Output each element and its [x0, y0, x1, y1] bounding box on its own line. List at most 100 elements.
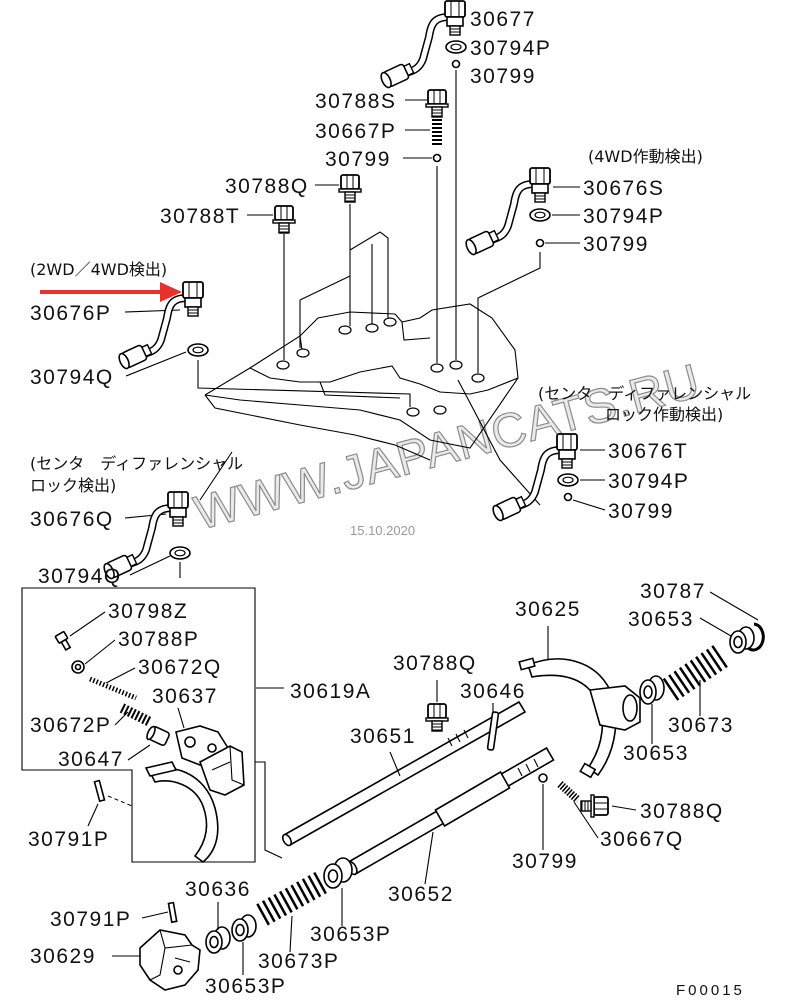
label-30677[interactable]: 30677: [470, 8, 536, 31]
leader-line: [611, 805, 637, 811]
hole: [433, 405, 447, 415]
leader-line: [424, 831, 434, 885]
label-30629[interactable]: 30629: [30, 945, 96, 968]
label-30672P[interactable]: 30672P: [30, 714, 111, 737]
label-30652[interactable]: 30652: [388, 883, 454, 906]
washer-30794P-top: [445, 40, 467, 54]
leader-line: [141, 911, 169, 919]
label-30788Q-top[interactable]: 30788Q: [225, 175, 309, 198]
label-30676Q[interactable]: 30676Q: [30, 508, 114, 531]
plug-30788P: [71, 660, 85, 674]
note-center-diff-lock-active-line2: ロック作動検出): [605, 405, 723, 424]
label-30636[interactable]: 30636: [185, 878, 251, 901]
label-30788S[interactable]: 30788S: [315, 90, 396, 113]
bracket-30629: [139, 929, 201, 991]
fork-assembly-30619A-box: [21, 587, 256, 863]
fork-hub-bore: [622, 694, 638, 722]
leader-line: [129, 555, 171, 576]
hole: [430, 363, 444, 373]
spring-30672Q: [89, 676, 137, 701]
fork-shoe: [518, 657, 536, 671]
rod-end: [281, 833, 293, 847]
fork-tab: [144, 761, 178, 777]
cover-step: [299, 321, 431, 399]
label-30788Q-low[interactable]: 30788Q: [640, 800, 724, 823]
plug-30788Q-mid: [425, 703, 449, 732]
label-30676S[interactable]: 30676S: [583, 177, 664, 200]
label-30794Q-2wd[interactable]: 30794Q: [30, 366, 114, 389]
fork-arm: [148, 767, 219, 864]
label-leaders-bottom: [112, 888, 343, 975]
label-30799-4wd[interactable]: 30799: [583, 233, 649, 256]
leader-line: [699, 617, 732, 637]
washer-30794Q-2wd: [187, 343, 209, 357]
label-30653P-upper[interactable]: 30653P: [310, 923, 391, 946]
label-30676T[interactable]: 30676T: [608, 440, 688, 463]
label-30794Q-cdl[interactable]: 30794Q: [38, 565, 122, 588]
box-to-rod-link: [255, 761, 283, 859]
hole: [338, 325, 352, 335]
label-30787[interactable]: 30787: [640, 580, 706, 603]
leader-line: [105, 667, 136, 684]
spring-30667Q: [557, 781, 581, 803]
pin-body: [93, 779, 106, 803]
rod-grooves: [447, 729, 469, 747]
block-hole: [184, 736, 196, 748]
leader-cdl-act-sensor: [457, 379, 541, 506]
label-30788Q-mid[interactable]: 30788Q: [393, 652, 477, 675]
label-30653P-lower[interactable]: 30653P: [205, 975, 286, 998]
label-30637[interactable]: 30637: [152, 685, 218, 708]
collar-30653-lower: [639, 675, 665, 705]
label-30799-low[interactable]: 30799: [512, 850, 578, 873]
label-30619A[interactable]: 30619A: [290, 680, 371, 703]
label-30651[interactable]: 30651: [350, 725, 416, 748]
washer-30794Q-cdl: [169, 546, 191, 560]
note-2wd-4wd-detect: (2WD／4WD検出): [30, 260, 167, 279]
leader-line: [572, 499, 606, 511]
leader-line: [114, 711, 129, 726]
label-30791P-upper[interactable]: 30791P: [28, 828, 109, 851]
label-30646[interactable]: 30646: [460, 680, 526, 703]
fork-hub-slot: [211, 745, 245, 786]
note-center-diff-lock-line2: ロック検出): [30, 476, 116, 495]
cover-lower-plate: [204, 367, 519, 449]
rod-collar-section: [434, 770, 511, 828]
pin-dashed-link: [107, 795, 133, 807]
ball-30799-mid: [432, 153, 442, 163]
rod-30652: [346, 746, 555, 876]
label-30791P-lower[interactable]: 30791P: [50, 908, 131, 931]
washer-30794P-4wd: [529, 208, 551, 222]
label-30794P-top[interactable]: 30794P: [470, 37, 551, 60]
label-30799-cdl-act[interactable]: 30799: [608, 500, 674, 523]
ball-30799-low: [538, 773, 548, 783]
hole: [449, 360, 463, 370]
leader-line: [389, 751, 401, 777]
collar-bore: [235, 923, 245, 937]
collar-30653P-upper: [323, 857, 353, 889]
label-30673P[interactable]: 30673P: [258, 950, 339, 973]
label-30667Q[interactable]: 30667Q: [600, 828, 684, 851]
bracket-body: [139, 929, 201, 991]
label-30799-mid[interactable]: 30799: [325, 148, 391, 171]
label-30799-top[interactable]: 30799: [470, 65, 536, 88]
label-30673[interactable]: 30673: [668, 714, 734, 737]
label-30653-upper[interactable]: 30653: [628, 608, 694, 631]
label-30788P[interactable]: 30788P: [118, 628, 199, 651]
fork-30619A: [144, 745, 245, 864]
label-30676P[interactable]: 30676P: [30, 302, 111, 325]
collar-bore: [733, 635, 743, 649]
label-30625[interactable]: 30625: [515, 598, 581, 621]
fork-30625: [518, 657, 641, 779]
leader-bracket-group: [299, 231, 389, 348]
date-stamp: 15.10.2020: [350, 523, 415, 538]
label-30647[interactable]: 30647: [58, 748, 124, 771]
label-30794P-cdl-act[interactable]: 30794P: [608, 470, 689, 493]
label-30672Q[interactable]: 30672Q: [138, 656, 222, 679]
label-30653-lower[interactable]: 30653: [623, 742, 689, 765]
label-30798Z[interactable]: 30798Z: [108, 600, 188, 623]
collar-bore: [643, 685, 653, 699]
label-30794P-4wd[interactable]: 30794P: [583, 205, 664, 228]
label-30788T[interactable]: 30788T: [160, 205, 240, 228]
label-30667P[interactable]: 30667P: [315, 120, 396, 143]
